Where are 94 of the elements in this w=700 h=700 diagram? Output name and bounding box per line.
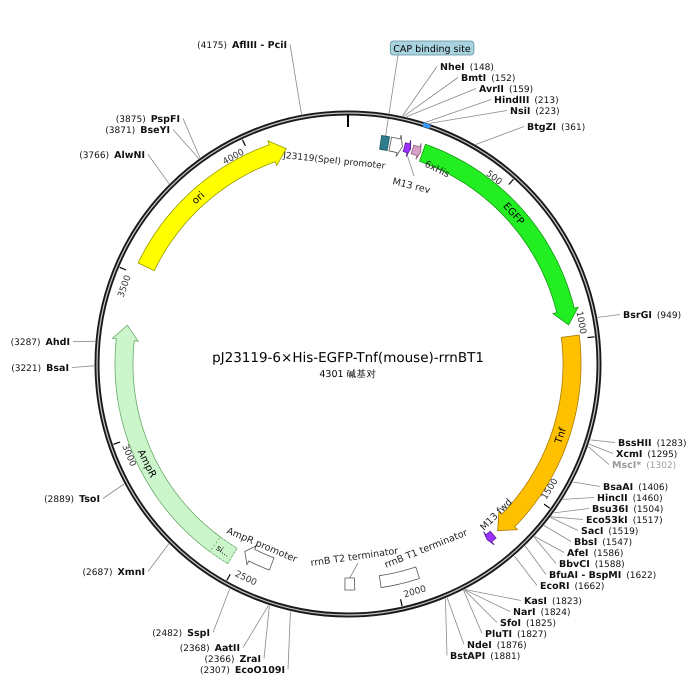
tick-label: 4000: [221, 148, 246, 168]
leader-line: [446, 597, 464, 645]
site-label: (3875) PspFI: [116, 114, 180, 125]
leader-line: [290, 44, 302, 115]
site-label: (2368) AatII: [180, 643, 240, 654]
leader-line: [182, 118, 200, 158]
leader-line: [264, 605, 270, 659]
site-label: BmtI (152): [461, 73, 516, 84]
site-label: AfeI (1586): [567, 548, 624, 559]
leader-line: [288, 611, 291, 670]
feature-label: si…: [214, 543, 232, 559]
site-label: NarI (1824): [513, 607, 571, 618]
leader-line: [544, 525, 572, 542]
site-label: (4175) AflIII - PciI: [197, 40, 287, 51]
site-label: HindIII (213): [494, 95, 559, 106]
site-label: Bsu36I (1504): [592, 504, 664, 515]
leader-line: [590, 440, 616, 443]
tick-label: 3500: [116, 274, 134, 299]
leader-line: [349, 562, 358, 578]
leader-line: [148, 154, 170, 184]
plasmid-name: pJ23119-6×His-EGFP-Tnf(mouse)-rrnBT1: [212, 350, 484, 366]
leader-line: [464, 589, 522, 601]
leader-line: [72, 340, 96, 342]
site-label: BsaAI (1406): [603, 482, 668, 493]
tick-label: 2000: [402, 584, 428, 600]
site-label: BsrGI (949): [623, 310, 682, 321]
site-label: (2307) EcoO109I: [200, 665, 285, 676]
site-label: BbsI (1547): [574, 537, 632, 548]
leader-line: [406, 88, 476, 118]
leader-line: [428, 110, 508, 124]
site-label: BfuAI - BspMI (1622): [549, 570, 656, 581]
leader-line: [562, 497, 594, 500]
feature-label: Tnf: [553, 426, 569, 446]
feature-label: ori: [190, 190, 208, 207]
site-label: BstAPI (1881): [450, 651, 520, 662]
leader-line: [172, 129, 200, 159]
tick-label: 2500: [233, 569, 258, 588]
site-label: BbvCI (1588): [559, 559, 625, 570]
leader-line: [425, 99, 492, 123]
site-label: HincII (1460): [597, 493, 663, 504]
feature-tag: CAP binding site: [390, 40, 474, 56]
leader-line: [597, 314, 620, 318]
site-label: (2482) SspI: [152, 628, 210, 639]
leader-line: [534, 536, 564, 553]
tick-label: 1000: [574, 310, 588, 335]
leader-line: [534, 536, 556, 564]
leader-line: [463, 590, 482, 634]
leader-line: [406, 152, 414, 176]
site-label: (3221) BsaI: [11, 363, 69, 374]
site-label: SacI (1519): [581, 526, 638, 537]
site-label: Eco53kI (1517): [586, 515, 663, 526]
leader-line: [572, 482, 600, 487]
site-label: (2687) XmnI: [82, 567, 145, 578]
tick-label: 500: [484, 169, 504, 188]
leader-line: [402, 66, 438, 116]
site-label: (2366) ZraI: [204, 654, 261, 665]
leader-line: [148, 544, 170, 572]
leader-line: [242, 604, 269, 648]
site-label: XcmI (1295): [616, 449, 678, 460]
site-label: SfoI (1825): [500, 618, 556, 629]
leader-line: [514, 556, 538, 586]
leader-line: [550, 516, 584, 520]
leader-line: [475, 126, 524, 145]
site-label: MscI* (1302): [612, 460, 676, 471]
site-label: BssHII (1283): [618, 438, 687, 449]
leader-line: [550, 517, 578, 531]
site-label: NsiI (223): [510, 106, 560, 117]
site-label: NdeI (1876): [467, 640, 527, 651]
site-label: (3287) AhdI: [10, 337, 70, 348]
leader-line: [464, 589, 498, 623]
site-label: (3871) BseYI: [105, 125, 170, 136]
site-label: (3766) AlwNI: [79, 150, 145, 161]
site-label: KasI (1823): [524, 596, 582, 607]
leader-line: [102, 484, 124, 499]
site-label: PluTI (1827): [485, 629, 547, 640]
leader-line: [404, 77, 458, 117]
leader-line: [464, 589, 510, 612]
site-label: (2889) TsoI: [44, 494, 100, 505]
feature-label: J23119(SpeI) promoter: [282, 151, 386, 172]
leader-line: [385, 54, 398, 136]
site-label: EcoRI (1662): [540, 581, 604, 592]
leader-line: [72, 365, 94, 368]
site-label: AvrII (159): [479, 84, 534, 95]
site-label: NheI (148): [440, 62, 494, 73]
leader-line: [553, 508, 590, 514]
plasmid-size: 4301 碱基对: [319, 369, 377, 380]
site-label: BtgZI (361): [527, 122, 586, 133]
leader-line: [212, 588, 230, 633]
tick-label: 3000: [119, 443, 138, 468]
leader-line: [445, 598, 448, 656]
leader-line: [588, 446, 610, 465]
leader-line: [588, 444, 614, 454]
leader-line: [524, 546, 546, 575]
feature-label: M13 rev: [391, 176, 432, 196]
